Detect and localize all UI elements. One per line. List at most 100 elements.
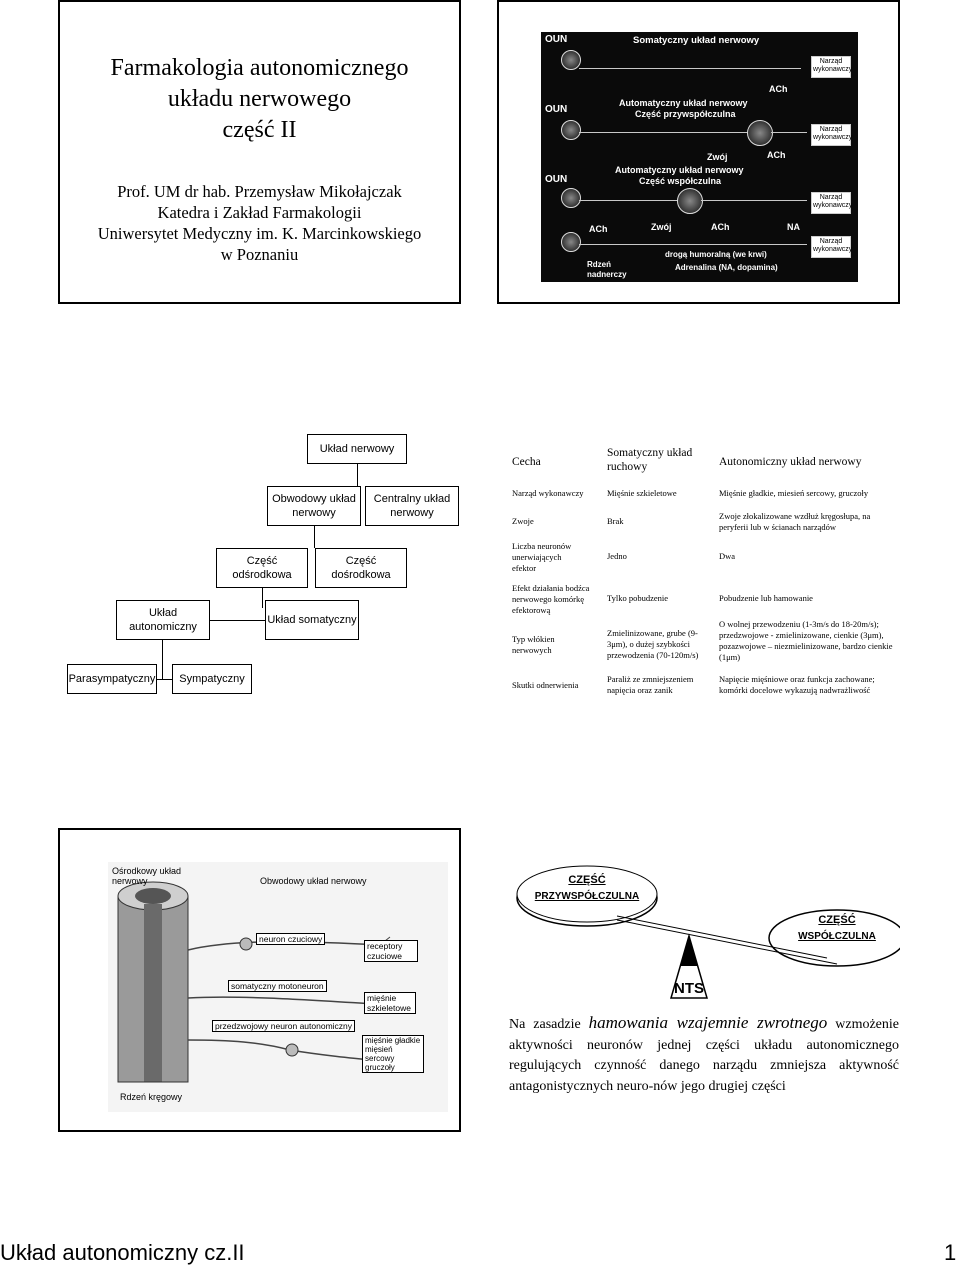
node-parasympathetic: Parasympatyczny [67,664,157,694]
table-cell: O wolnej przewodzeniu (1-3m/s do 18-20m/… [719,619,893,662]
ach-label-2: ACh [767,150,786,160]
na-label: NA [787,222,800,232]
text-rest: wzmożenie aktywności neuronów jednej czę… [509,1017,899,1094]
table-cell: Skutki odnerwienia [512,680,579,690]
connector [314,526,315,548]
auto-para-label-1: Automatyczny układ nerwowy [619,98,748,108]
table-cell: Tylko pobudzenie [607,593,669,603]
node-efferent: Część odśrodkowa [216,548,308,588]
reciprocal-inhibition-text: Na zasadzie hamowania wzajemnie zwrotneg… [509,1013,899,1097]
label-sensory-neuron: neuron czuciowy [256,933,326,945]
neuron-body-icon [561,50,581,70]
axon-line [579,132,749,133]
connector [262,588,263,608]
comparison-table: Cecha Somatyczny układ ruchowy Autonomic… [497,438,900,718]
effector-box-2: Narząd wykonawczy [811,124,852,146]
axon-line [579,200,679,201]
author-line-2: Katedra i Zakład Farmakologii [157,203,362,222]
label-receptors: receptory czuciowe [364,940,418,962]
ganglion-icon [677,188,703,214]
table-cell: Efekt działania bodźca nerwowego komórkę… [512,583,590,615]
label-peripheral-ns: Obwodowy układ nerwowy [260,876,367,886]
adrenaline-label: Adrenalina (NA, dopamina) [675,263,778,272]
header-autonomic: Autonomiczny układ nerwowy [719,456,862,468]
title-line-3: część II [222,117,297,143]
footer-page-number: 1 [944,1240,957,1265]
auto-symp-label-2: Część współczulna [639,176,722,186]
author-line-3: Uniwersytet Medyczny im. K. Marcinkowski… [97,224,422,243]
ach-label-4: ACh [711,222,730,232]
node-autonomic: Układ autonomiczny [116,600,210,640]
table-cell: Mięśnie szkieletowe [607,488,677,498]
header-somatic: Somatyczny układ ruchowy [607,447,693,473]
ganglion-icon [747,120,773,146]
node-peripheral: Obwodowy układ nerwowy [267,486,361,526]
auto-symp-label-1: Automatyczny układ nerwowy [615,165,744,175]
label-symp-part-1: CZĘŚĆ [818,914,856,926]
ach-label-3: ACh [589,224,608,234]
adrenal-label-2: nadnerczy [587,270,627,279]
ach-label-1: ACh [769,84,788,94]
node-afferent: Część dośrodkowa [315,548,407,588]
ganglion-label-2: Zwój [651,222,672,232]
auto-para-label-2: Część przywspółczulna [635,109,736,119]
connector [357,464,358,486]
label-para-part-1: CZĘŚĆ [568,874,606,886]
author-line-4: w Poznaniu [220,245,299,264]
slide-pathways: OUN Somatyczny układ nerwowy Narząd wyko… [497,0,900,304]
node-central: Centralny układ nerwowy [365,486,459,526]
node-sympathetic: Sympatyczny [172,664,252,694]
footer-title: Układ autonomiczny cz.II [0,1240,245,1265]
oun-label-1: OUN [545,34,568,45]
neuron-body-icon [561,120,581,140]
table-cell: Mięśnie gładkie, miesień sercowy, gruczo… [719,488,869,498]
slide-reciprocal-inhibition: CZĘŚĆ PRZYWSPÓŁCZULNA CZĘŚĆ WSPÓŁCZULNA … [497,828,900,1132]
slide-title: Farmakologia autonomicznego układu nerwo… [58,0,461,304]
oun-label-2: OUN [545,104,568,115]
table-cell: Typ włókien nerwowych [512,634,555,655]
label-somatic-motoneuron: somatyczny motoneuron [228,980,327,992]
table-cell: Pobudzenie lub hamowanie [719,593,813,603]
neuron-body-icon [561,188,581,208]
somatic-label: Somatyczny układ nerwowy [633,35,760,46]
table-cell: Liczba neuronów unerwiających efektor [512,541,572,573]
axon-line [701,200,807,201]
axon-line [771,132,807,133]
neuron-body-icon [561,232,581,252]
label-spinal-cord: Rdzeń kręgowy [120,1092,183,1102]
table-cell: Napięcie mięśniowe oraz funkcja zachowan… [719,674,875,695]
balance-illustration [516,865,900,999]
node-somatic: Układ somatyczny [265,600,359,640]
connector [210,620,265,621]
adrenal-label-1: Rdzeń [587,260,611,269]
title-line-1: Farmakologia autonomicznego [110,55,409,81]
text-emphasis: hamowania wzajemnie zwrotnego [588,1013,828,1032]
effector-box-4: Narząd wykonawczy [811,236,852,258]
table-cell: Narząd wykonawczy [512,488,584,498]
pathway-figure: OUN Somatyczny układ nerwowy Narząd wyko… [541,32,858,282]
title-line-2: układu nerwowego [167,86,352,112]
label-symp-part-2: WSPÓŁCZULNA [798,931,876,942]
label-para-part-2: PRZYWSPÓŁCZULNA [534,891,640,902]
table-cell: Dwa [719,551,736,561]
table-cell: Paraliż ze zmniejszeniem napięcia oraz z… [607,674,694,695]
table-cell: Zwoje złokalizowane wzdłuż kręgosłupa, n… [719,511,871,532]
spinal-cord-illustration [108,862,448,1112]
text-prefix: Na zasadzie [509,1017,589,1032]
nts-label: NTS [674,980,704,997]
oun-label-3: OUN [545,174,568,185]
author-line-1: Prof. UM dr hab. Przemysław Mikołajczak [117,182,402,201]
ganglion-label-1: Zwój [707,152,728,162]
label-skeletal-muscles: mięśnie szkieletowe [364,992,416,1014]
header-feature: Cecha [512,456,541,468]
table-cell: Jedno [607,551,627,561]
effector-box-3: Narząd wykonawczy [811,192,852,214]
axon-line [579,244,807,245]
connector [157,679,172,680]
label-smooth-muscles: mięśnie gładkie mięsień sercowy gruczoły [362,1035,424,1073]
label-preganglionic: przedzwojowy neuron autonomiczny [212,1020,356,1032]
humoral-label: drogą humoralną (we krwi) [665,250,767,259]
table-cell: Zmielinizowane, grube (9-3μm), o dużej s… [607,628,699,660]
axon-line [579,68,801,69]
effector-box-1: Narząd wykonawczy [811,56,852,78]
